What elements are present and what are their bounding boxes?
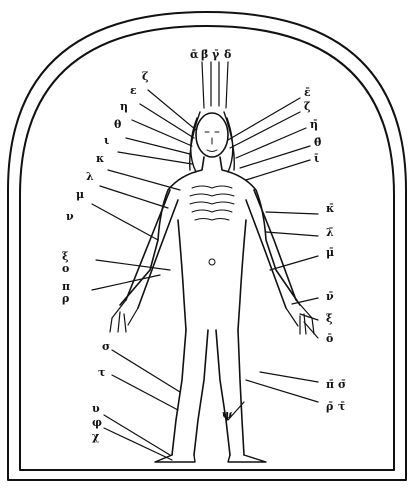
label-left-9: ν — [66, 210, 74, 223]
right-labels: ε̄ ζ̄ η̄ θ̄ ῑ κ̄ λ̄ μ̄ ν̄ ξ̄ ō π̄ ρ̄ σ̄ … — [304, 86, 346, 413]
face — [205, 132, 219, 152]
label-left-13: ρ — [62, 292, 69, 305]
label-top-1: ᾱ — [190, 48, 199, 61]
label-top-3: γ̄ — [212, 48, 220, 61]
label-right-7: λ̄ — [326, 226, 334, 239]
top-labels: ᾱ β̄ γ̄ δ̄ — [190, 48, 231, 61]
label-left-3: η — [120, 100, 128, 113]
label-left-4: θ — [114, 118, 121, 131]
label-top-4: δ̄ — [224, 48, 231, 61]
label-right-14: σ̄ — [338, 378, 346, 391]
label-right-12: π̄ — [326, 378, 334, 391]
label-right-5: ῑ — [314, 152, 319, 165]
label-right-8: μ̄ — [326, 246, 334, 259]
label-left-7: λ — [86, 170, 94, 183]
label-left-11: ο — [62, 262, 69, 275]
label-right-3: η̄ — [310, 118, 318, 131]
right-leg — [216, 330, 244, 455]
label-left-14: σ — [102, 340, 110, 353]
label-right-4: θ̄ — [314, 136, 321, 149]
label-left-5: ι — [104, 134, 109, 147]
label-left-1: ζ — [142, 70, 149, 83]
human-figure — [110, 112, 314, 462]
label-leg: ψ — [222, 408, 232, 421]
left-arm — [126, 190, 178, 308]
label-right-2: ζ̄ — [304, 100, 311, 113]
label-left-17: φ — [92, 416, 102, 429]
left-hand — [110, 300, 138, 332]
pointer-lines — [92, 62, 318, 460]
label-right-11: ō — [326, 332, 333, 345]
label-right-1: ε̄ — [304, 86, 311, 99]
label-right-15: τ̄ — [338, 400, 345, 413]
hair-left — [190, 112, 200, 172]
ribs — [190, 186, 234, 220]
label-left-6: κ — [96, 152, 104, 165]
label-left-18: χ — [92, 430, 99, 443]
feet — [155, 455, 266, 462]
left-leg — [172, 330, 208, 455]
hair-right — [224, 112, 234, 172]
hips — [178, 220, 246, 330]
head — [196, 113, 228, 157]
label-left-16: υ — [92, 402, 100, 415]
outer-frame — [8, 12, 406, 480]
label-left-8: μ — [76, 188, 84, 201]
navel — [209, 259, 215, 265]
label-left-2: ε — [130, 84, 137, 97]
label-right-13: ρ̄ — [326, 400, 333, 413]
label-left-15: τ — [98, 366, 105, 379]
label-right-6: κ̄ — [326, 202, 334, 215]
label-right-10: ξ̄ — [326, 312, 333, 325]
label-right-9: ν̄ — [326, 290, 334, 303]
label-top-2: β̄ — [201, 48, 208, 61]
right-arm — [246, 190, 296, 308]
